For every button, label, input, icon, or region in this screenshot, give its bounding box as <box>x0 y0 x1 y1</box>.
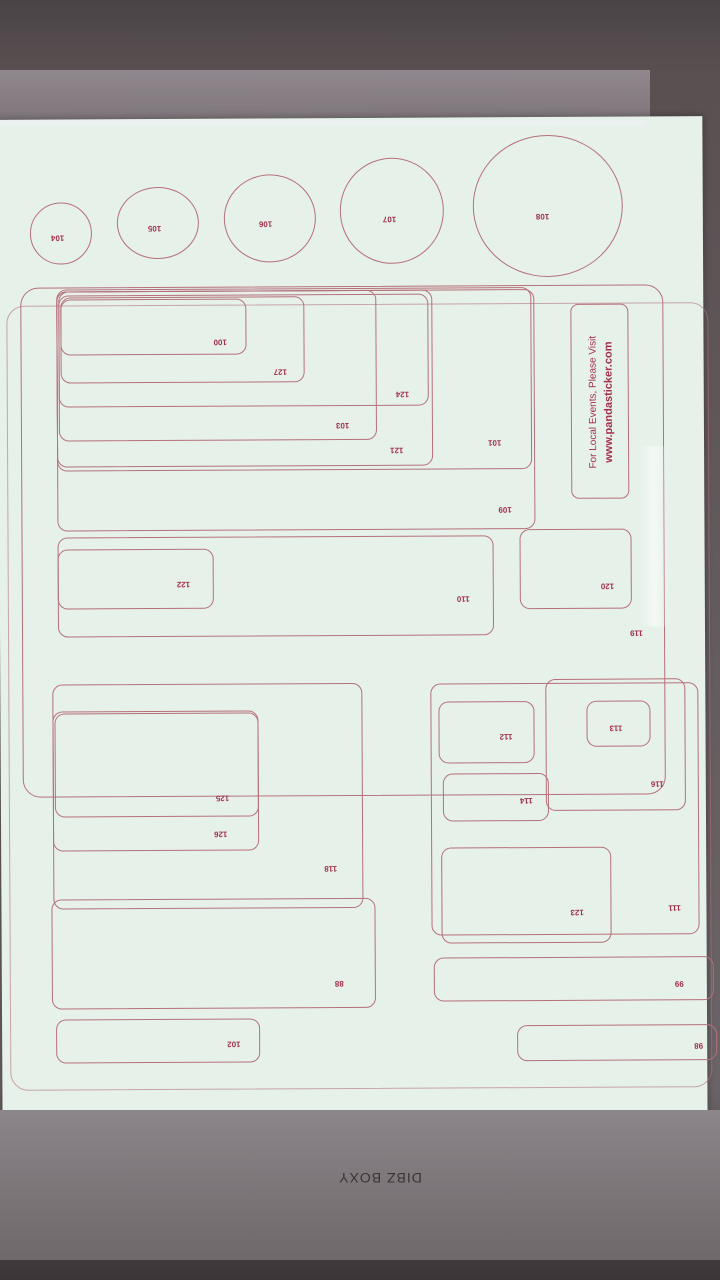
circle-label-1: 104 <box>50 233 65 243</box>
circle-label-2: 105 <box>147 223 162 234</box>
circle-sticker-4: 107 <box>339 157 445 265</box>
box-base <box>0 1110 720 1260</box>
circle-sticker-1: 104 <box>29 202 93 265</box>
circle-sticker-2: 105 <box>116 186 200 260</box>
base-label: DIBZ BOXY <box>338 1170 422 1186</box>
circle-sticker-3: 106 <box>223 174 317 263</box>
light-glare <box>639 446 670 627</box>
circle-label-5: 108 <box>535 211 550 222</box>
circle-sticker-5: 108 <box>472 134 624 278</box>
panel-outer-frame <box>6 302 713 1091</box>
circle-label-4: 107 <box>382 214 397 224</box>
plastic-bag-edge <box>0 120 645 126</box>
circle-label-3: 106 <box>258 219 273 229</box>
sticker-template-sheet: 104 105 106 107 108 100 127 124 103 121 … <box>0 116 718 1142</box>
